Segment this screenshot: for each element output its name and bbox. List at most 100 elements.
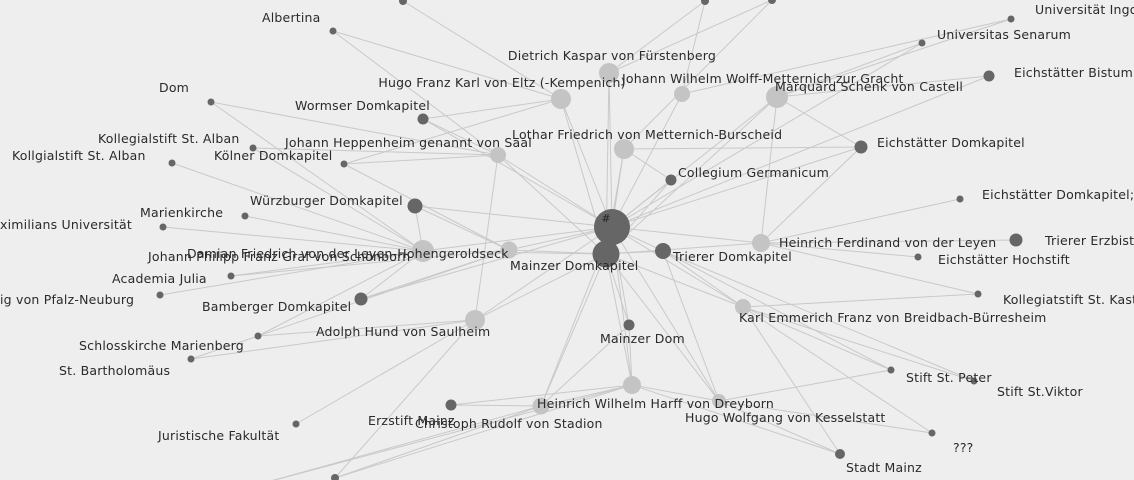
edge [560,98,613,228]
edge [334,319,476,479]
edge [605,96,778,255]
edge [718,400,841,455]
node-label: Hugo Wolfgang von Kesselstatt [685,410,886,425]
node-label: Kölner Domkapitel [214,148,332,163]
graph-node[interactable] [599,63,619,83]
edge [742,306,841,455]
graph-node[interactable] [914,253,922,261]
graph-node[interactable] [735,299,751,315]
node-label: Trierer Erzbist [1044,233,1134,248]
graph-node[interactable] [227,272,235,280]
graph-node[interactable] [445,399,457,411]
edge [210,101,424,252]
graph-node[interactable] [1009,233,1023,247]
hub-node[interactable] [594,209,630,245]
graph-node[interactable] [159,223,167,231]
edge [681,18,1012,95]
edge [257,319,476,337]
graph-node[interactable] [412,240,434,262]
edge [497,154,613,228]
edge [257,250,424,337]
graph-node[interactable] [918,39,926,47]
graph-node[interactable] [712,394,726,408]
graph-node[interactable] [614,139,634,159]
graph-node[interactable] [701,0,709,5]
graph-node[interactable] [623,376,641,394]
graph-node[interactable] [329,27,337,35]
edge [332,30,562,100]
graph-node[interactable] [407,198,423,214]
node-label: ximilians Universität [0,217,132,232]
graph-node[interactable] [835,449,845,459]
graph-node[interactable] [249,144,257,152]
node-label: Universitas Senarum [937,27,1071,42]
graph-node[interactable] [340,160,348,168]
graph-node[interactable] [623,319,635,331]
graph-node[interactable] [752,234,770,252]
graph-node[interactable] [766,86,788,108]
graph-node[interactable] [592,240,620,268]
edge [611,226,720,402]
edge [742,306,975,382]
edge [540,253,607,407]
graph-node[interactable] [399,0,407,5]
edge [760,242,919,258]
graph-node[interactable] [168,159,176,167]
graph-node[interactable] [956,195,964,203]
edge [681,0,706,95]
node-label: Wormser Domkapitel [295,98,430,113]
graph-node[interactable] [417,113,429,125]
node-label: Albertina [262,10,321,25]
graph-node[interactable] [655,243,671,259]
graph-node[interactable] [665,174,677,186]
edge [252,147,424,252]
edge [540,324,630,407]
edge [662,250,975,382]
graph-node[interactable] [532,397,550,415]
graph-node[interactable] [1007,15,1015,23]
node-label: Bamberger Domkapitel [202,299,351,314]
edge [295,319,476,425]
edge [760,198,961,244]
node-label: ig von Pfalz-Neuburg [0,292,134,307]
node-label: Dietrich Kaspar von Fürstenberg [508,48,716,63]
graph-node[interactable] [241,212,249,220]
node-label: Collegium Germanicum [678,165,829,180]
node-label: Schlosskirche Marienberg [79,338,244,353]
node-label: Kollegialstift St. Alban [98,131,239,146]
node-label: Lothar Friedrich von Metternich-Burschei… [512,127,782,142]
graph-node[interactable] [674,86,690,102]
node-label: Heinrich Ferdinand von der Leyen [779,235,996,250]
node-label: Würzburger Domkapitel [250,193,403,208]
edge [450,404,542,407]
graph-node[interactable] [331,474,339,480]
graph-node[interactable] [354,292,368,306]
graph-node[interactable] [983,70,995,82]
node-label: Johann Heppenheim genannt von Saal [284,135,532,150]
graph-node[interactable] [887,366,895,374]
edge [334,384,633,479]
graph-node[interactable] [187,355,195,363]
node-label: ??? [953,440,974,455]
graph-node[interactable] [854,140,868,154]
graph-node[interactable] [465,310,485,330]
graph-node[interactable] [970,377,978,385]
edge [760,146,862,244]
edge [608,0,706,74]
edge [760,242,979,295]
graph-node[interactable] [254,332,262,340]
edge [540,384,633,407]
edge [474,253,607,321]
graph-node[interactable] [551,89,571,109]
graph-node[interactable] [974,290,982,298]
edge [508,249,607,255]
node-label: Juristische Fakultät [157,428,280,443]
graph-node[interactable] [292,420,300,428]
graph-node[interactable] [156,291,164,299]
graph-node[interactable] [768,0,776,4]
graph-node[interactable] [928,429,936,437]
graph-node[interactable] [500,241,518,259]
graph-node[interactable] [207,98,215,106]
graph-node[interactable] [490,147,506,163]
